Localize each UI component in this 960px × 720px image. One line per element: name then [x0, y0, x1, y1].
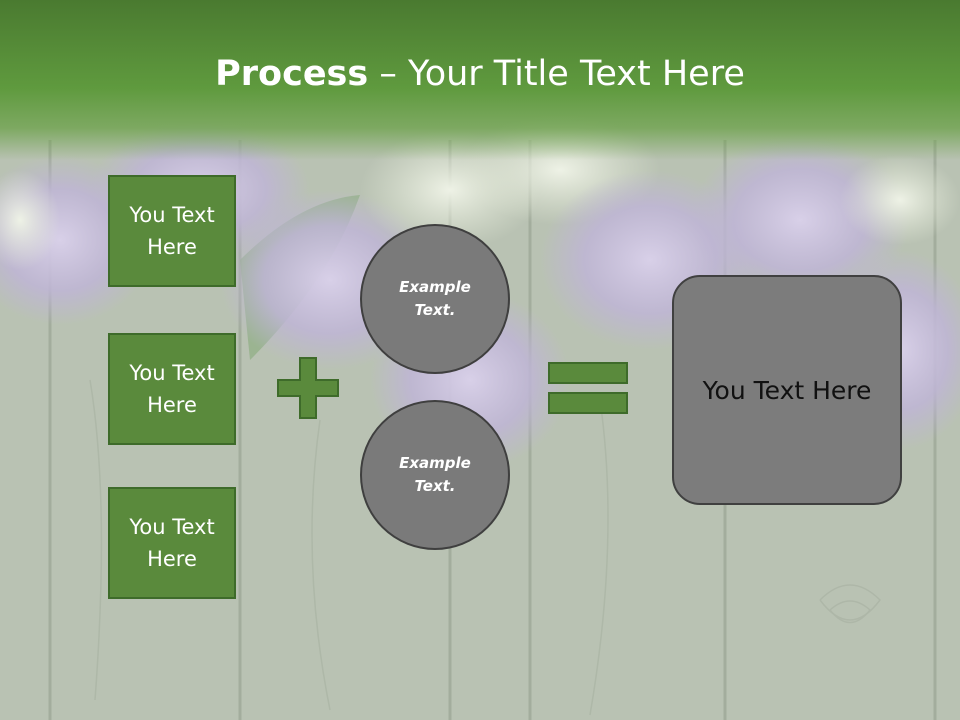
slide-title: Process – Your Title Text Here [0, 52, 960, 96]
example-circle-1: Example Text. [360, 224, 510, 374]
text-box-2-label: You Text Here [129, 361, 215, 417]
result-box-label: You Text Here [702, 375, 872, 405]
example-circle-2-label: Example Text. [399, 454, 471, 495]
header-band [0, 0, 960, 160]
equals-icon [548, 362, 628, 414]
example-circle-2: Example Text. [360, 400, 510, 550]
text-box-3-label: You Text Here [129, 515, 215, 571]
result-box: You Text Here [672, 275, 902, 505]
example-circle-1-label: Example Text. [399, 278, 471, 319]
title-bold: Process [215, 54, 369, 94]
text-box-2: You Text Here [108, 333, 236, 445]
plus-icon [277, 357, 339, 419]
text-box-1-label: You Text Here [129, 203, 215, 259]
text-box-3: You Text Here [108, 487, 236, 599]
title-rest: – Your Title Text Here [368, 54, 745, 94]
text-box-1: You Text Here [108, 175, 236, 287]
